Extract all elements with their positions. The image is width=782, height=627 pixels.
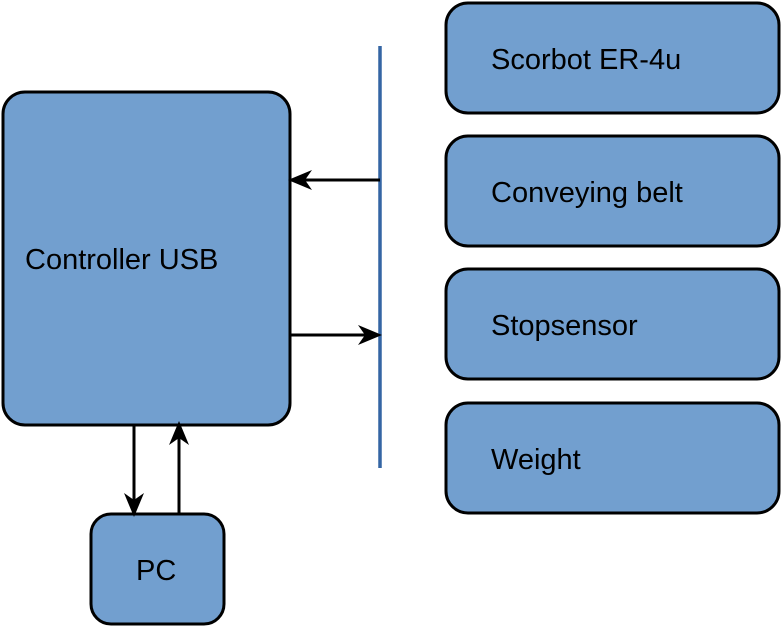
pc-label: PC <box>136 555 176 587</box>
controller-usb-label: Controller USB <box>25 244 218 276</box>
bus-to-controller-arrow <box>288 170 380 190</box>
device-scorbot: Scorbot ER-4u <box>444 1 781 115</box>
device-label: Conveying belt <box>491 177 683 209</box>
pc-to-controller-arrow <box>169 421 189 514</box>
device-label: Weight <box>491 444 581 476</box>
device-box <box>444 134 781 248</box>
device-stopsensor: Stopsensor <box>444 267 781 381</box>
device-box <box>444 1 781 115</box>
controller-to-pc-arrow <box>124 425 144 517</box>
device-box <box>444 401 781 515</box>
controller-to-bus-arrow <box>290 325 382 345</box>
device-weight: Weight <box>444 401 781 515</box>
device-label: Stopsensor <box>491 310 638 342</box>
controller-usb-node: Controller USB <box>1 90 292 427</box>
pc-box <box>89 512 226 626</box>
device-conveying-belt: Conveying belt <box>444 134 781 248</box>
pc-node: PC <box>89 512 226 626</box>
device-box <box>444 267 781 381</box>
device-label: Scorbot ER-4u <box>491 44 681 76</box>
controller-usb-box <box>1 90 292 427</box>
